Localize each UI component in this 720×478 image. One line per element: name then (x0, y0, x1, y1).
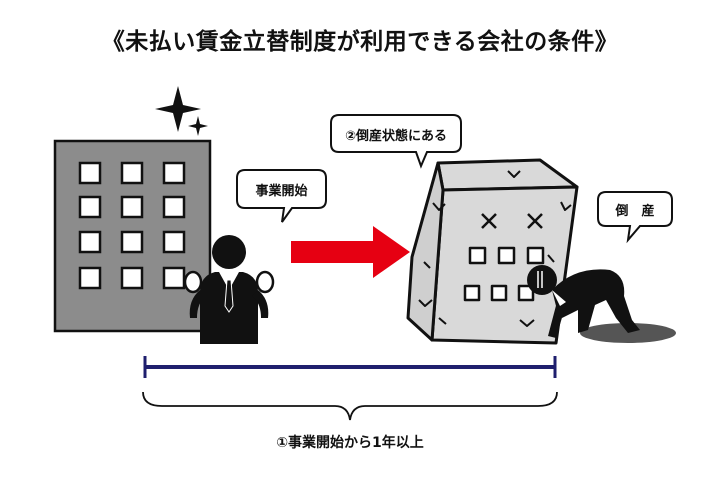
bubble-text-bankrupt: 倒 産 (615, 204, 655, 219)
duration-caption: ①事業開始から1年以上 (276, 435, 424, 451)
page-title: 《未払い賃金立替制度が利用できる会社の条件》 (101, 29, 619, 55)
speech-bubble-bankrupt (597, 191, 673, 244)
timeline (143, 356, 557, 378)
sparkle-icon (155, 86, 208, 136)
bankrupt-company-building (406, 158, 579, 345)
bubble-text-bankrupt-state: ②倒産状態にある (344, 129, 447, 144)
businessman-figure (183, 235, 275, 344)
active-company-building (53, 139, 212, 333)
speech-bubble-start (236, 169, 327, 223)
crouching-man-figure (527, 265, 676, 343)
bubble-text-start: 事業開始 (255, 184, 308, 199)
speech-bubble-bankrupt-state (330, 114, 462, 169)
arrow-right-icon (291, 226, 410, 278)
duration-brace (142, 391, 558, 421)
